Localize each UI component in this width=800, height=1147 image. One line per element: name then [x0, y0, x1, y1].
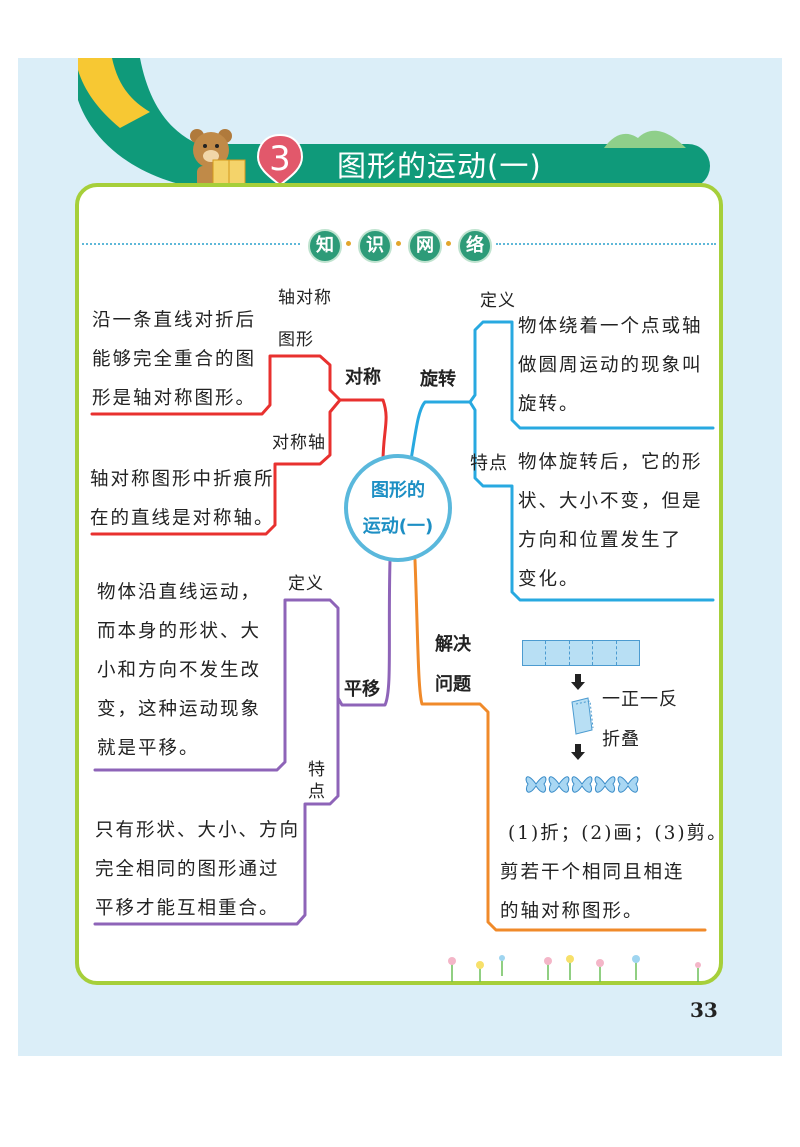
paper-strip-illustration: [522, 640, 640, 666]
text-line: 形是轴对称图形。: [92, 388, 257, 409]
branch-label-problem-solving-line2: 问题: [435, 674, 471, 695]
label-translation-definition: 定义: [288, 574, 324, 594]
label-translation-feature-line2: 点: [308, 782, 326, 802]
text-line: 状、大小不变，但是: [518, 491, 703, 512]
dotted-divider-right: [496, 243, 716, 245]
branch-label-symmetry: 对称: [345, 367, 381, 388]
text-line: 只有形状、大小、方向: [95, 820, 301, 841]
text-line: 能够完全重合的图: [92, 349, 257, 370]
label-rotation-definition: 定义: [480, 291, 516, 311]
label-rotation-feature: 特点: [470, 453, 508, 474]
connector-translation-feature: [93, 696, 340, 926]
center-node-line2: 运动(一): [362, 516, 434, 537]
text-line: 变，这种运动现象: [97, 699, 262, 720]
center-node: 图形的 运动(一): [344, 454, 452, 562]
hill-icon: [604, 130, 686, 148]
text-line: 而本身的形状、大: [97, 621, 262, 642]
section-title-char: 识: [358, 229, 392, 263]
section-title-char: 知: [308, 229, 342, 263]
text-line: 在的直线是对称轴。: [90, 508, 275, 529]
bear-reading-icon: [190, 129, 246, 190]
text-line: 物体沿直线运动，: [97, 582, 262, 603]
label-translation-feature-line1: 特: [308, 760, 326, 780]
butterfly-chain-icon: [525, 776, 639, 793]
label-axis-figure-line1: 轴对称: [278, 288, 332, 308]
connector-symmetry: [90, 354, 388, 464]
branch-label-problem-solving-line1: 解决: [435, 634, 471, 655]
text-line: 的轴对称图形。: [500, 901, 644, 922]
section-title-dot: [446, 241, 451, 246]
text-line: (1)折；(2)画；(3)剪。: [508, 823, 728, 844]
section-title-char: 网: [408, 229, 442, 263]
text-line: 就是平移。: [97, 738, 200, 759]
text-line: 变化。: [518, 569, 580, 590]
connector-rotation: [408, 320, 715, 468]
section-title-dot: [346, 241, 351, 246]
content-card: [75, 183, 723, 985]
text-line: 剪若干个相同且相连: [500, 862, 685, 883]
connector-translation: [93, 558, 392, 772]
text-line: 轴对称图形中折痕所: [90, 469, 275, 490]
label-fold-line2: 折叠: [602, 729, 640, 750]
arrow-down-icon: [571, 674, 585, 690]
folded-paper-icon: [571, 697, 594, 735]
arrow-down-icon: [571, 744, 585, 760]
text-line: 物体绕着一个点或轴: [518, 316, 703, 337]
dotted-divider-left: [82, 243, 300, 245]
branch-label-translation: 平移: [344, 679, 380, 700]
label-fold-line1: 一正一反: [602, 689, 678, 710]
chapter-number: 3: [269, 139, 291, 179]
text-line: 平移才能互相重合。: [95, 898, 280, 919]
text-line: 小和方向不发生改: [97, 660, 262, 681]
text-line: 沿一条直线对折后: [92, 310, 257, 331]
chapter-title: 图形的运动(一): [337, 149, 542, 183]
text-line: 做圆周运动的现象叫: [518, 355, 703, 376]
text-line: 完全相同的图形通过: [95, 859, 280, 880]
branch-label-rotation: 旋转: [420, 369, 456, 390]
connector-symmetry-axis: [90, 398, 342, 536]
connector-problem-solving: [413, 558, 707, 932]
section-title-dot: [396, 241, 401, 246]
flowers-decoration: [448, 955, 701, 982]
label-symmetry-axis: 对称轴: [272, 433, 326, 453]
page-number: 33: [690, 998, 718, 1022]
text-line: 旋转。: [518, 394, 580, 415]
text-line: 方向和位置发生了: [518, 530, 683, 551]
center-node-line1: 图形的: [371, 480, 425, 501]
header-swoosh: [78, 58, 215, 190]
text-line: 物体旋转后，它的形: [518, 452, 703, 473]
section-title-char: 络: [458, 229, 492, 263]
label-axis-figure-line2: 图形: [278, 330, 314, 350]
connector-rotation-feature: [468, 400, 715, 602]
